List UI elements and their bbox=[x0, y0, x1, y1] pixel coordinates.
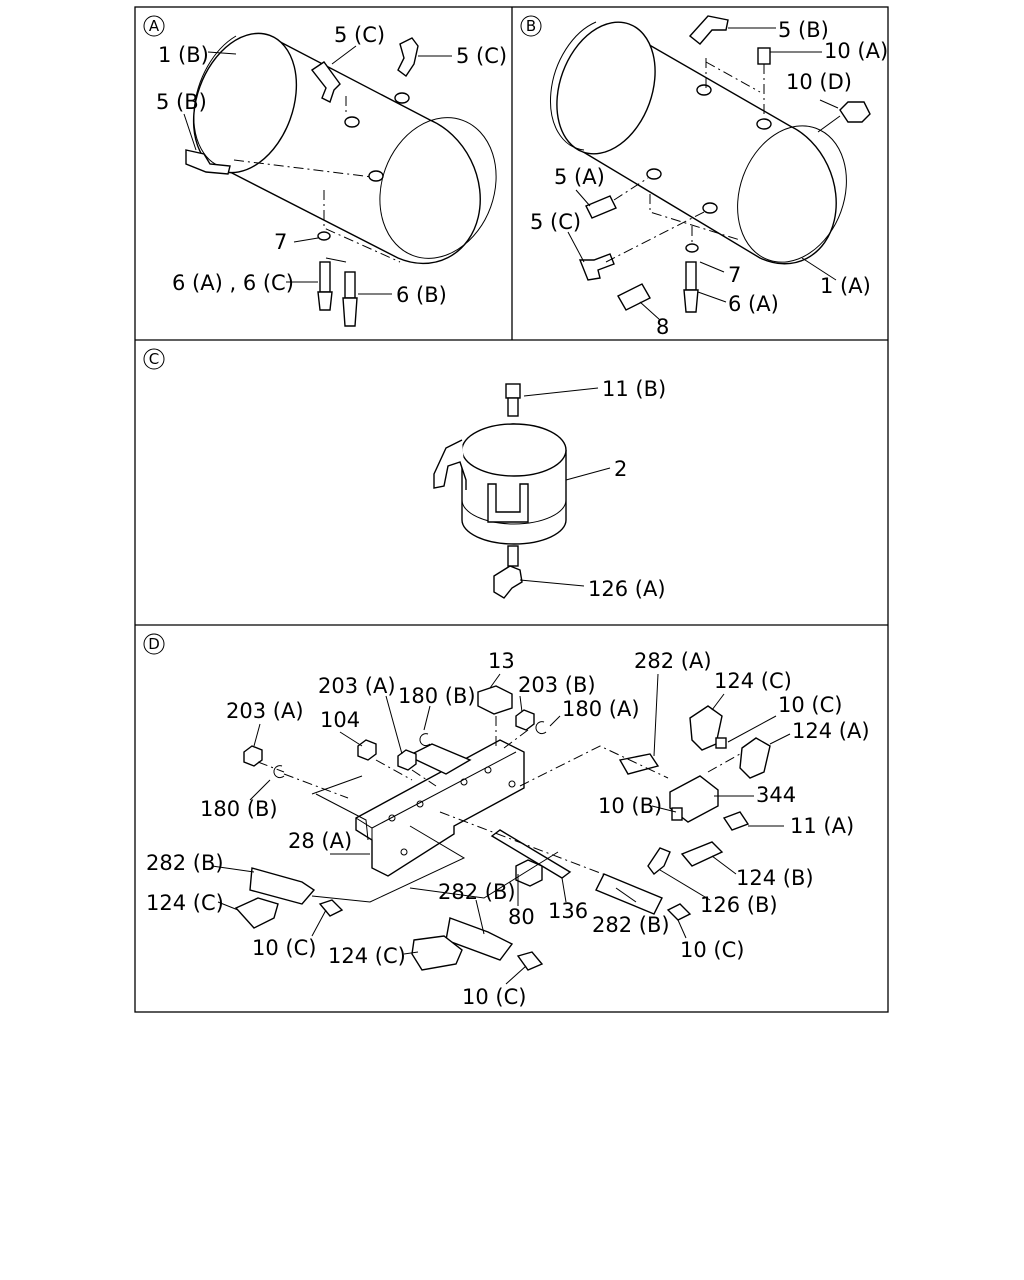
callout-10d: 10 (D) bbox=[786, 70, 852, 94]
panel-d-marker: D bbox=[143, 633, 165, 655]
svg-text:D: D bbox=[148, 635, 160, 653]
callout-1b: 1 (B) bbox=[158, 43, 209, 67]
svg-text:C: C bbox=[149, 350, 159, 368]
callout-5c: 5 (C) bbox=[334, 23, 385, 47]
callout-5b: 5 (B) bbox=[778, 18, 829, 42]
callout-2: 2 bbox=[614, 457, 627, 481]
callout-180a: 180 (A) bbox=[562, 697, 640, 721]
callout-10c: 10 (C) bbox=[462, 985, 526, 1009]
svg-text:B: B bbox=[526, 17, 536, 35]
svg-text:A: A bbox=[149, 17, 160, 35]
callout-28a: 28 (A) bbox=[288, 829, 352, 853]
callout-282a: 282 (A) bbox=[634, 649, 712, 673]
panel-b-marker: B bbox=[520, 15, 542, 37]
callout-282b: 282 (B) bbox=[146, 851, 224, 875]
callout-10c: 10 (C) bbox=[680, 938, 744, 962]
callout-203a: 203 (A) bbox=[226, 699, 304, 723]
callout-7: 7 bbox=[274, 230, 287, 254]
callout-180b: 180 (B) bbox=[398, 684, 476, 708]
callout-124a: 124 (A) bbox=[792, 719, 870, 743]
callout-104: 104 bbox=[320, 708, 360, 732]
callout-6a-6c: 6 (A) , 6 (C) bbox=[172, 271, 294, 295]
callout-5c: 5 (C) bbox=[456, 44, 507, 68]
callout-5b: 5 (B) bbox=[156, 90, 207, 114]
panel-c-marker: C bbox=[143, 348, 165, 370]
panel-b-drawing bbox=[550, 15, 871, 321]
callout-6a: 6 (A) bbox=[728, 292, 779, 316]
callout-7: 7 bbox=[728, 263, 741, 287]
callout-13: 13 bbox=[488, 649, 515, 673]
callout-203a: 203 (A) bbox=[318, 674, 396, 698]
callout-126a: 126 (A) bbox=[588, 577, 666, 601]
panel-a-marker: A bbox=[143, 15, 165, 37]
callout-5a: 5 (A) bbox=[554, 165, 605, 189]
callout-124b: 124 (B) bbox=[736, 866, 814, 890]
callout-282b: 282 (B) bbox=[592, 913, 670, 937]
callout-203b: 203 (B) bbox=[518, 673, 596, 697]
callout-124c: 124 (C) bbox=[714, 669, 792, 693]
callout-10b: 10 (B) bbox=[598, 794, 662, 818]
callout-11b: 11 (B) bbox=[602, 377, 666, 401]
callout-136: 136 bbox=[548, 899, 588, 923]
callout-10c: 10 (C) bbox=[778, 693, 842, 717]
callout-8: 8 bbox=[656, 315, 669, 339]
callout-6b: 6 (B) bbox=[396, 283, 447, 307]
callout-1a: 1 (A) bbox=[820, 274, 871, 298]
callout-344: 344 bbox=[756, 783, 796, 807]
panel-c-drawing bbox=[433, 383, 611, 599]
callout-5c: 5 (C) bbox=[530, 210, 581, 234]
callout-11a: 11 (A) bbox=[790, 814, 854, 838]
callout-10c: 10 (C) bbox=[252, 936, 316, 960]
callout-10a: 10 (A) bbox=[824, 39, 888, 63]
callout-124c: 124 (C) bbox=[146, 891, 224, 915]
callout-126b: 126 (B) bbox=[700, 893, 778, 917]
callout-80: 80 bbox=[508, 905, 535, 929]
panel-a-drawing bbox=[183, 32, 497, 327]
panel-d-drawing bbox=[211, 673, 791, 985]
callout-180b: 180 (B) bbox=[200, 797, 278, 821]
callout-282b: 282 (B) bbox=[438, 880, 516, 904]
callout-124c: 124 (C) bbox=[328, 944, 406, 968]
